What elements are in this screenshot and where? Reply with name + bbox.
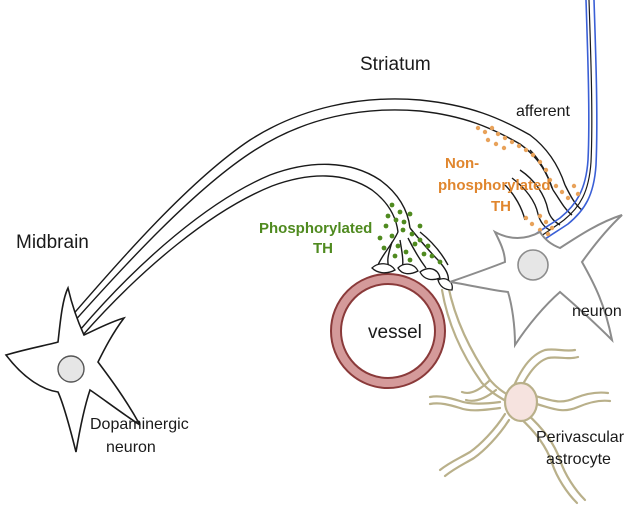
striatal-neuron-icon: [449, 214, 623, 349]
label-midbrain: Midbrain: [16, 232, 89, 253]
afferent-fiber-icon: [529, 0, 598, 245]
label-striatum: Striatum: [360, 54, 431, 75]
label-dopaminergic-2: neuron: [106, 439, 156, 456]
axon-inner-branch: [79, 163, 450, 337]
label-dopaminergic-1: Dopaminergic: [90, 416, 189, 433]
label-non-phos-3: TH: [491, 198, 511, 215]
non-phosphorylated-th-dots: [475, 125, 581, 237]
label-neuron: neuron: [572, 303, 622, 320]
vessel-icon: [330, 273, 446, 389]
label-perivascular-1: Perivascular: [536, 429, 625, 446]
phosphorylated-th-dots: [377, 202, 443, 265]
endfeet: [371, 263, 453, 291]
label-non-phos-1: Non-: [445, 155, 479, 172]
dopaminergic-neuron-icon: [4, 285, 141, 453]
astrocyte-soma: [503, 381, 539, 423]
label-phos-2: TH: [313, 240, 333, 257]
astrocyte-icon: [428, 283, 612, 505]
label-non-phos-2: phosphorylated: [438, 177, 551, 194]
label-afferent: afferent: [516, 103, 571, 120]
label-phos-1: Phosphorylated: [259, 220, 372, 237]
label-perivascular-2: astrocyte: [546, 451, 611, 468]
label-vessel: vessel: [368, 322, 422, 343]
